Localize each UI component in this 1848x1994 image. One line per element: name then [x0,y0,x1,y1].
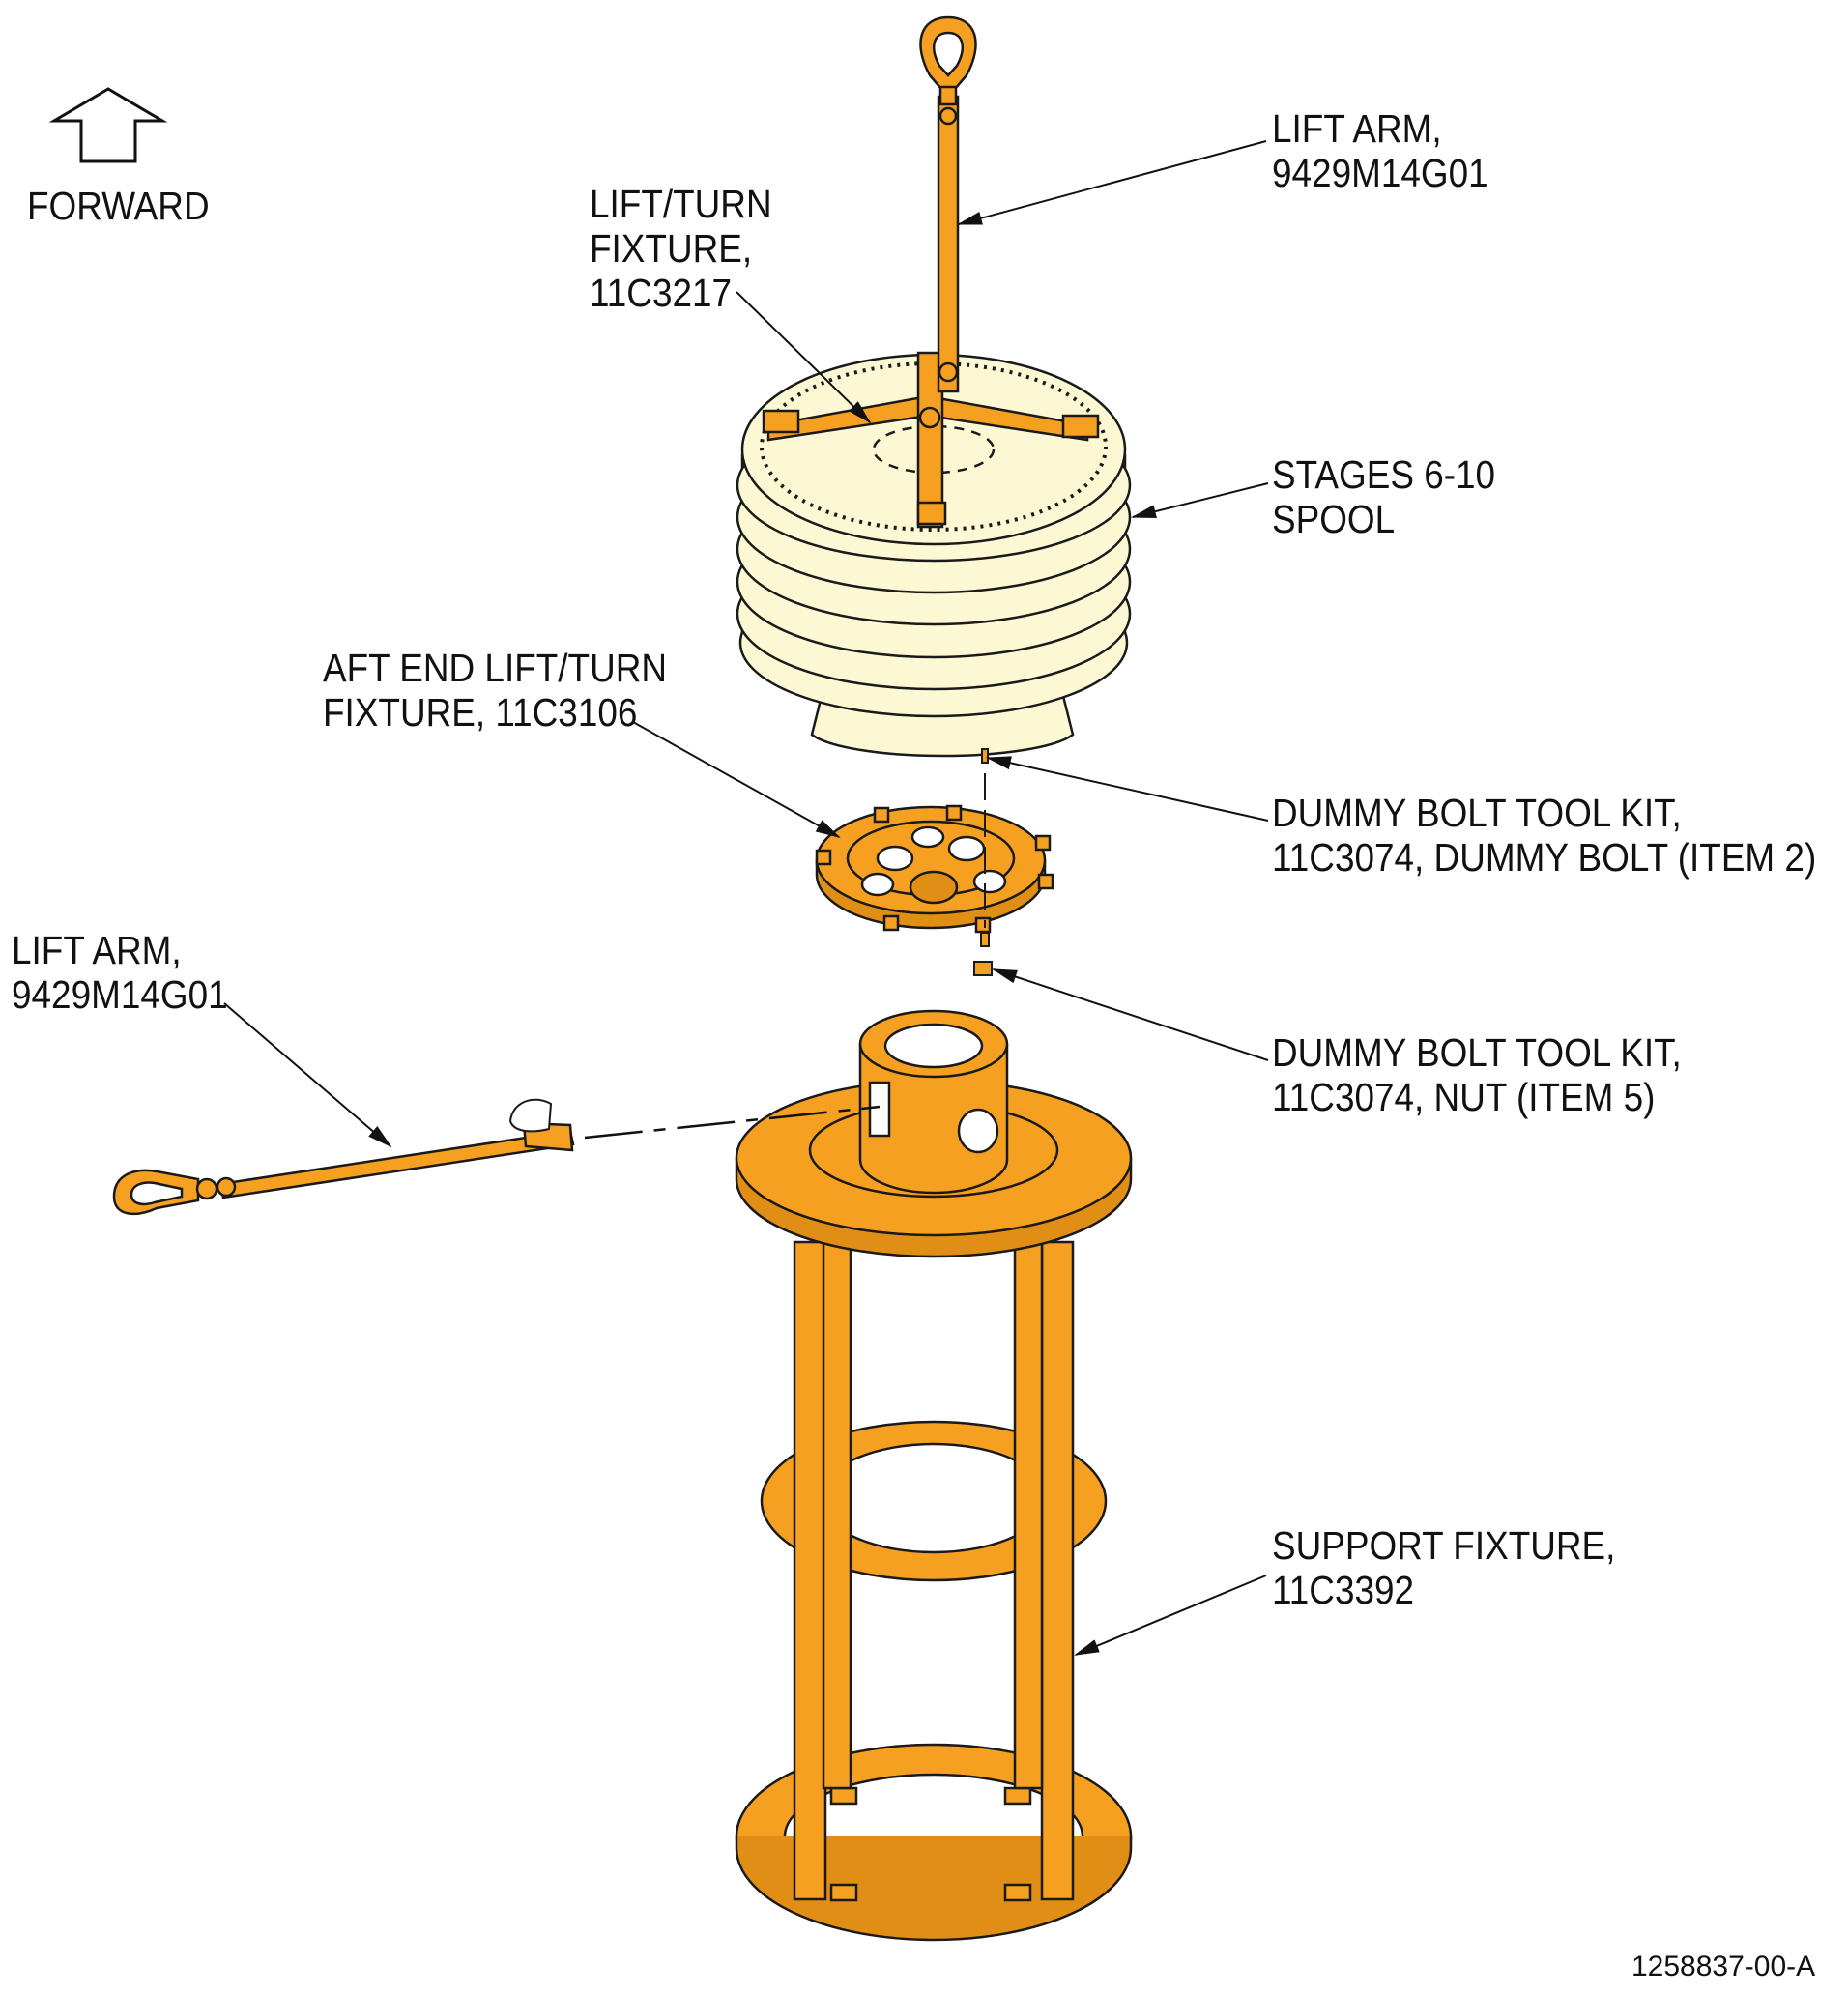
callout-line: DUMMY BOLT TOOL KIT, [1272,791,1682,835]
figure-id: 1258837-00-A [1631,1951,1816,1982]
leader-spool [1131,482,1269,518]
callout-line: LIFT/TURN [590,182,772,226]
support-fixture [735,1009,1133,1942]
leader-dummy-bolt [986,756,1269,822]
callout-lift-arm-top: LIFT ARM, 9429M14G01 [1272,106,1488,195]
leader-aft-end-fixture [632,721,841,838]
leader-lift-arm-top [957,140,1267,225]
leader-lift-turn-fixture [736,291,872,424]
leader-lines [223,140,1269,1656]
callout-line: DUMMY BOLT TOOL KIT, [1272,1030,1682,1075]
callout-line: 11C3074, NUT (ITEM 5) [1272,1075,1656,1119]
callout-dummy-bolt: DUMMY BOLT TOOL KIT, 11C3074, DUMMY BOLT… [1272,791,1816,880]
forward-arrow-icon [48,87,168,163]
aft-end-lift-turn-fixture [815,804,1054,934]
callout-line: 11C3074, DUMMY BOLT (ITEM 2) [1272,835,1817,880]
callout-line: LIFT ARM, [12,928,182,972]
forward-label: FORWARD [27,184,210,228]
callout-line: SPOOL [1272,497,1396,541]
callout-line: STAGES 6-10 [1272,452,1496,497]
callout-line: 9429M14G01 [12,972,228,1017]
dummy-nut [973,961,993,976]
callout-line: FIXTURE, 11C3106 [323,690,638,735]
callout-spool: STAGES 6-10 SPOOL [1272,452,1495,541]
leader-dummy-nut [992,968,1269,1061]
leader-lift-arm-left [223,1002,392,1148]
lift-turn-fixture [762,351,1100,529]
callout-line: 11C3217 [590,271,733,315]
callout-line: AFT END LIFT/TURN [323,646,668,690]
lift-arm-top [919,15,977,393]
callout-line: 11C3392 [1272,1568,1415,1612]
callout-line: 9429M14G01 [1272,151,1488,195]
lift-arm-left [112,1121,575,1216]
callout-line: LIFT ARM, [1272,106,1442,151]
lift-arm-centerline [584,1105,881,1140]
callout-aft-end-fixture: AFT END LIFT/TURN FIXTURE, 11C3106 [323,646,667,735]
lift-arm-left-bracket [508,1098,553,1133]
dummy-bolt [980,748,990,947]
callout-line: FIXTURE, [590,226,753,271]
callout-lift-arm-left: LIFT ARM, 9429M14G01 [12,928,228,1017]
callout-lift-turn-fixture: LIFT/TURN FIXTURE, 11C3217 [590,182,772,315]
callout-dummy-nut: DUMMY BOLT TOOL KIT, 11C3074, NUT (ITEM … [1272,1030,1682,1119]
callout-support-fixture: SUPPORT FIXTURE, 11C3392 [1272,1523,1615,1612]
leader-support-fixture [1074,1575,1267,1656]
callout-line: SUPPORT FIXTURE, [1272,1523,1616,1568]
